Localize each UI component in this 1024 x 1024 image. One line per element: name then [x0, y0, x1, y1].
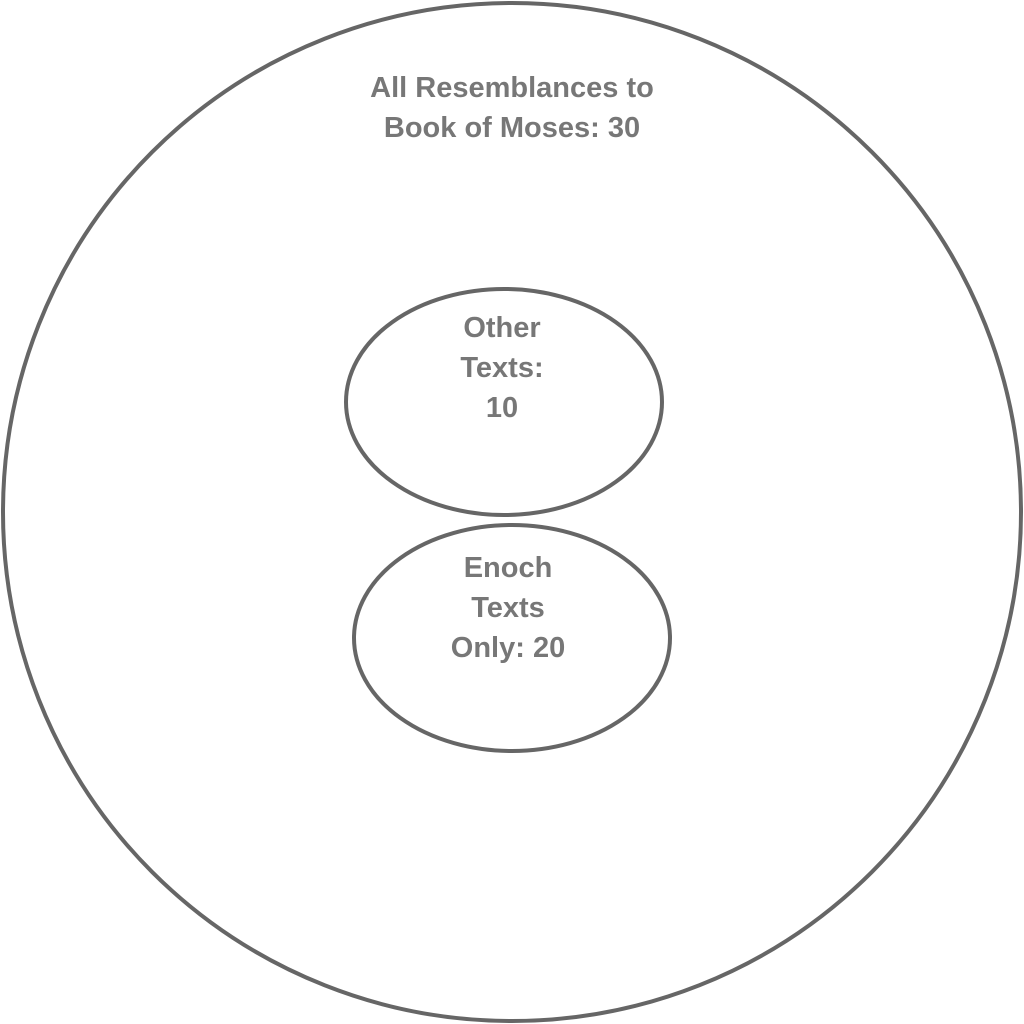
other-label-line3: 10 — [485, 392, 519, 424]
outer-circle-label: All Resemblances to Book of Moses: 30 — [370, 68, 654, 148]
other-texts-label: Other Texts: 10 — [460, 308, 543, 428]
outer-label-line1: All Resemblances to — [370, 72, 654, 104]
ellipse-enoch-texts — [352, 523, 672, 753]
enoch-label-line1: Enoch — [463, 552, 553, 584]
enoch-label-line2: Texts — [471, 592, 545, 624]
enoch-texts-label: Enoch Texts Only: 20 — [451, 548, 565, 668]
enoch-label-line3: Only: 20 — [450, 632, 566, 664]
other-label-line1: Other — [463, 312, 541, 344]
ellipse-other-texts — [344, 287, 664, 517]
outer-label-line2: Book of Moses: 30 — [383, 112, 641, 144]
other-label-line2: Texts: — [460, 352, 544, 384]
